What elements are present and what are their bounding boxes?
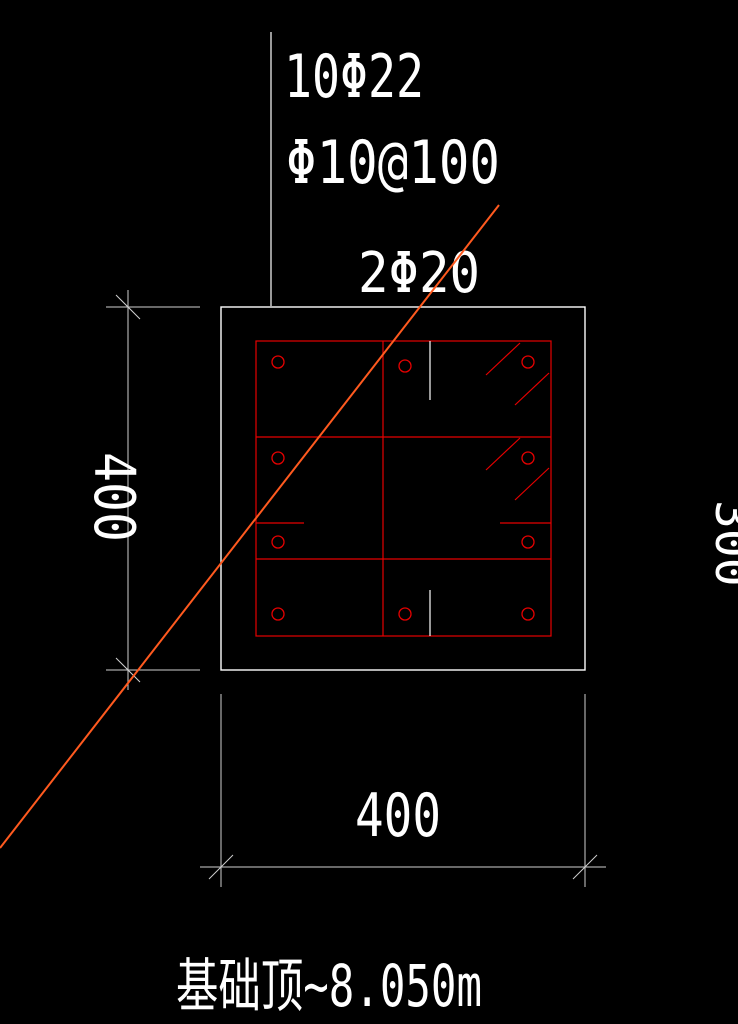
rebar-bar: [271, 607, 285, 621]
rebar-bar: [521, 607, 535, 621]
rebar-bar: [271, 451, 285, 465]
side-rebar-label: 2Φ20: [358, 241, 480, 306]
rebar-bar: [271, 535, 285, 549]
rebar-bar: [398, 607, 412, 621]
elevation-title: 基础顶~8.050m: [176, 952, 482, 1020]
column-outline: [220, 306, 586, 671]
stirrup-label: Φ10@100: [286, 128, 500, 198]
dim-height-label: 400: [81, 452, 146, 542]
dim-width-label: 400: [355, 781, 441, 851]
vertical-dimension: [106, 290, 200, 690]
rebar-bar: [521, 451, 535, 465]
rebar-bar: [398, 359, 412, 373]
edge-dimension-label: 300: [704, 500, 738, 587]
rebar-circles: [271, 355, 535, 621]
rebar-bar: [521, 535, 535, 549]
rebar-bar: [521, 355, 535, 369]
stirrup-grid: [255, 340, 552, 637]
section-cut-line: [0, 204, 500, 849]
rebar-bar: [271, 355, 285, 369]
horizontal-dimension: [200, 694, 606, 887]
main-rebar-label: 10Φ22: [284, 42, 424, 112]
